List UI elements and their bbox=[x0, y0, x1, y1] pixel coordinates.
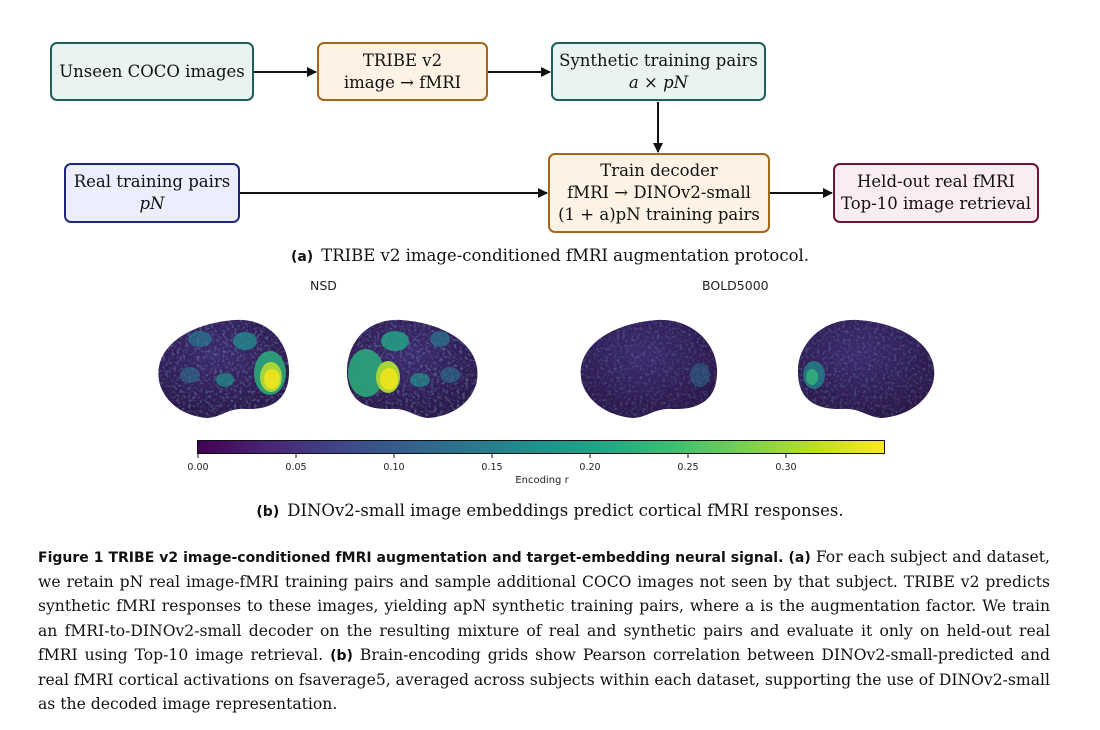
node-line: image → fMRI bbox=[343, 72, 462, 92]
node-line: Real training pairs bbox=[73, 172, 231, 191]
subcaption-b: (b) DINOv2-small image embeddings predict… bbox=[0, 501, 1100, 520]
caption-title: Figure 1 TRIBE v2 image-conditioned fMRI… bbox=[38, 550, 784, 566]
node-train-decoder: Train decoder fMRI → DINOv2-small (1 + a… bbox=[548, 153, 770, 233]
node-line: a × pN bbox=[628, 72, 689, 92]
colorbar-gradient bbox=[197, 440, 885, 454]
node-unseen-coco-images: Unseen COCO images bbox=[50, 42, 254, 101]
brain-bold5000-left bbox=[580, 319, 718, 419]
figure-caption: Figure 1 TRIBE v2 image-conditioned fMRI… bbox=[38, 545, 1050, 716]
node-line: pN bbox=[139, 194, 165, 213]
colorbar bbox=[197, 440, 885, 458]
colorbar-tick-label: 0.20 bbox=[579, 462, 601, 473]
subcaption-a-label: (a) bbox=[290, 249, 314, 265]
flow-arrows bbox=[240, 67, 833, 198]
node-line: Top-10 image retrieval bbox=[840, 194, 1032, 213]
node-line: Held-out real fMRI bbox=[857, 172, 1015, 191]
panel-title-nsd: NSD bbox=[310, 278, 337, 293]
brain-nsd-left bbox=[158, 319, 290, 419]
node-line: Synthetic training pairs bbox=[559, 50, 758, 70]
node-line: Train decoder bbox=[600, 161, 718, 180]
node-line: TRIBE v2 bbox=[362, 50, 443, 70]
subcaption-b-text: DINOv2-small image embeddings predict co… bbox=[287, 501, 844, 520]
panel-title-bold5000: BOLD5000 bbox=[702, 278, 769, 293]
colorbar-tick-label: 0.00 bbox=[187, 462, 209, 473]
caption-b-label: (b) bbox=[330, 647, 353, 664]
caption-a-text: For each subject and dataset, we retain … bbox=[38, 548, 1050, 664]
node-synthetic-training-pairs: Synthetic training pairs a × pN bbox=[551, 42, 766, 101]
colorbar-tick-label: 0.25 bbox=[677, 462, 699, 473]
colorbar-tick-label: 0.15 bbox=[481, 462, 503, 473]
brain-nsd-right bbox=[346, 319, 478, 419]
brain-surfaces bbox=[158, 319, 935, 419]
colorbar-tick-label: 0.30 bbox=[775, 462, 797, 473]
colorbar-tick-label: 0.05 bbox=[285, 462, 307, 473]
node-real-training-pairs: Real training pairs pN bbox=[64, 163, 240, 223]
caption-a-label: (a) bbox=[788, 550, 811, 566]
colorbar-label: Encoding r bbox=[515, 475, 569, 486]
node-held-out-real-fmri: Held-out real fMRI Top-10 image retrieva… bbox=[833, 163, 1039, 223]
node-line: fMRI → DINOv2-small bbox=[567, 183, 751, 202]
colorbar-tick-label: 0.10 bbox=[383, 462, 405, 473]
node-line: Unseen COCO images bbox=[59, 61, 245, 81]
subcaption-a: (a) TRIBE v2 image-conditioned fMRI augme… bbox=[0, 246, 1100, 265]
brain-bold5000-right bbox=[797, 319, 935, 419]
subcaption-a-text: TRIBE v2 image-conditioned fMRI augmenta… bbox=[321, 246, 810, 265]
node-line: (1 + a)pN training pairs bbox=[558, 205, 760, 224]
caption-b-text: Brain-encoding grids show Pearson correl… bbox=[38, 645, 1050, 714]
subcaption-b-label: (b) bbox=[256, 504, 280, 520]
node-tribe-v2: TRIBE v2 image → fMRI bbox=[317, 42, 488, 101]
